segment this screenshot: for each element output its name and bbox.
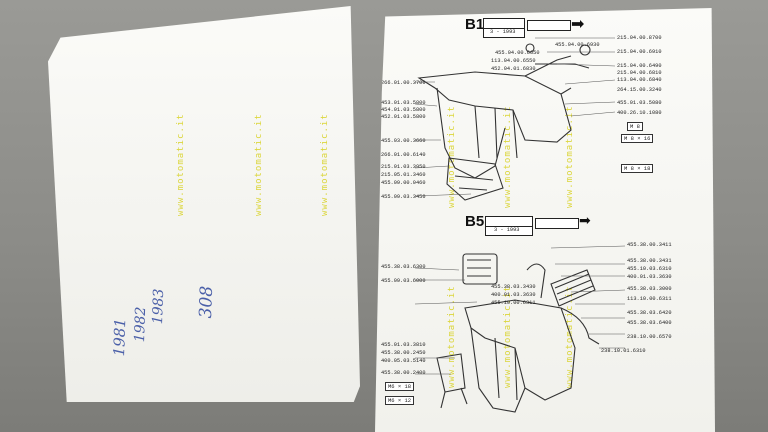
part-code: 113.04.00.6550 xyxy=(491,58,536,64)
b5-empty-box xyxy=(535,218,579,229)
part-code: 215.05.01.3460 xyxy=(381,172,426,178)
part-code: 455.04.00.6650 xyxy=(495,50,540,56)
bolt-size-tag: M 8 × 16 xyxy=(621,134,654,143)
part-code: 455.38.03.3430 xyxy=(491,284,536,290)
part-code: 452.04.01.6830 xyxy=(491,66,536,72)
part-code: 455.38.00.3411 xyxy=(627,242,672,248)
bolt-size-tag: M 8 × 18 xyxy=(621,164,654,173)
part-code: 453.01.03.5800 xyxy=(381,100,426,106)
b1-date: 3 - 1993 xyxy=(490,29,516,35)
frame-exploded-drawing xyxy=(414,37,626,413)
part-code: 215.04.00.6910 xyxy=(617,49,662,55)
part-code: 455.10.00.6311 xyxy=(491,300,536,306)
part-code: 215.04.00.6810 xyxy=(617,70,662,76)
bolt-size-tag: M6 × 12 xyxy=(385,396,415,405)
part-code: 455.10.03.6310 xyxy=(627,266,672,272)
part-code: 455.01.03.5080 xyxy=(617,100,662,106)
b5-date: 3 - 1993 xyxy=(494,227,520,233)
part-code: 266.01.00.6140 xyxy=(381,152,426,158)
parts-diagram-sheet: B1 3 - 1993 ➡ B5 3 - 1993 ➡ www.motomati… xyxy=(375,8,715,432)
section-b1-heading: B1 xyxy=(465,16,485,33)
part-code: 455.09.03.6000 xyxy=(381,278,426,284)
b5-date-box: 3 - 1993 xyxy=(485,226,533,236)
part-code: 264.15.00.3240 xyxy=(617,87,662,93)
part-code: 400.05.03.5140 xyxy=(381,358,426,364)
part-code: 238.10.01.6310 xyxy=(601,348,646,354)
part-code: 238.10.00.6570 xyxy=(627,334,672,340)
part-code: 455.38.00.2450 xyxy=(381,350,426,356)
part-code: 455.09.00.0460 xyxy=(381,180,426,186)
b1-empty-box xyxy=(527,20,571,31)
arrow-right-icon: ➡ xyxy=(579,212,591,228)
part-code: 113.10.00.6311 xyxy=(627,296,672,302)
part-code: 113.04.00.6840 xyxy=(617,77,662,83)
b1-date-box: 3 - 1993 xyxy=(483,28,525,38)
part-code: 455.38.03.6300 xyxy=(381,264,426,270)
part-code: 455.01.03.3810 xyxy=(381,342,426,348)
part-code: 455.38.00.3431 xyxy=(627,258,672,264)
watermark-text: www.motomatic.it xyxy=(254,113,264,216)
handwritten-year: 1983 xyxy=(150,288,168,325)
watermark-text: www.motomatic.it xyxy=(320,113,330,216)
part-code: 400.01.03.3630 xyxy=(491,292,536,298)
part-code: 400.01.03.3630 xyxy=(627,274,672,280)
part-code: 400.26.10.1080 xyxy=(617,110,662,116)
arrow-right-icon: ➡ xyxy=(571,16,585,33)
part-code: 455.38.00.2400 xyxy=(381,370,426,376)
part-code: 455.09.03.3450 xyxy=(381,194,426,200)
bolt-size-tag: M 8 xyxy=(627,122,643,131)
part-code: 215.04.00.6490 xyxy=(617,63,662,69)
part-code: 215.04.00.8700 xyxy=(617,35,662,41)
part-code: 266.01.00.3700 xyxy=(381,80,426,86)
part-code: 452.01.03.5800 xyxy=(381,114,426,120)
handwritten-note: 308 xyxy=(196,285,218,319)
bolt-size-tag: M6 × 18 xyxy=(385,382,415,391)
part-code: 455.38.03.6420 xyxy=(627,310,672,316)
part-code: 454.01.03.5800 xyxy=(381,107,426,113)
handwritten-year: 1982 xyxy=(132,306,150,343)
part-code: 455.38.03.6400 xyxy=(627,320,672,326)
left-paper-sheet: www.motomatic.it www.motomatic.it www.mo… xyxy=(48,6,360,402)
watermark-text: www.motomatic.it xyxy=(176,113,186,216)
section-b5-heading: B5 xyxy=(465,213,485,230)
handwritten-year: 1981 xyxy=(110,317,130,357)
part-code: 455.04.00.6930 xyxy=(555,42,600,48)
part-code: 455.03.00.3660 xyxy=(381,138,426,144)
part-code: 215.01.03.3950 xyxy=(381,164,426,170)
part-code: 455.38.03.3000 xyxy=(627,286,672,292)
